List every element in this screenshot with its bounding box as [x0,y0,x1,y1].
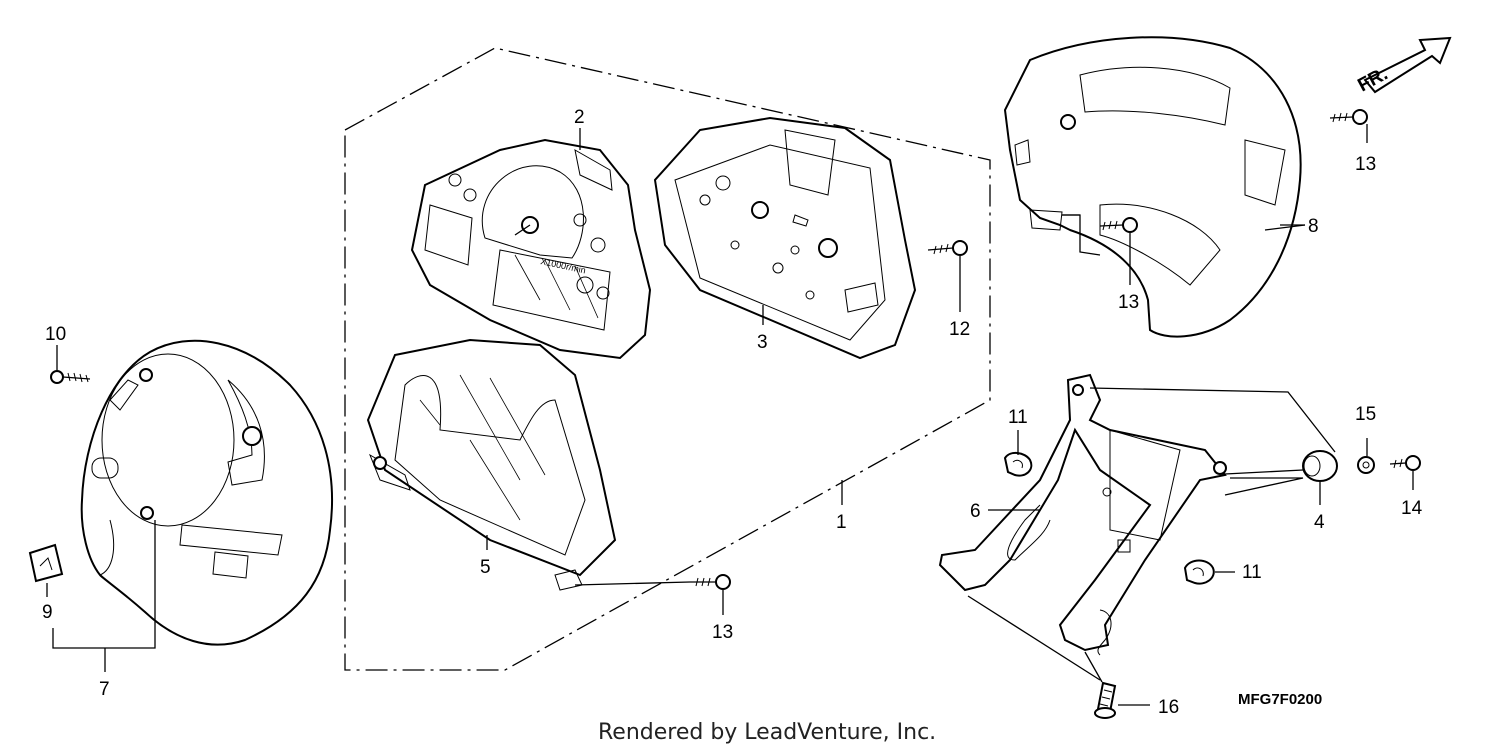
part-13-screw-center[interactable] [690,574,731,590]
callout-3: 3 [757,332,768,353]
part-3-meter-case[interactable] [653,116,917,360]
callout-5: 5 [480,557,491,578]
callout-7: 7 [99,679,110,700]
callout-16: 16 [1158,697,1179,718]
part-11-clip-upper[interactable] [1003,452,1033,477]
callout-13-upper: 13 [1355,154,1376,175]
callout-8: 8 [1308,216,1319,237]
part-14-bolt[interactable] [1389,455,1421,471]
part-10-screw[interactable] [50,370,91,384]
callout-15: 15 [1355,404,1376,425]
callout-labels: 1 2 3 4 5 6 7 8 9 10 11 11 12 13 13 13 1… [42,107,1423,718]
callout-12: 12 [949,319,970,340]
front-direction-arrow: FR. [1354,36,1452,97]
callout-1: 1 [836,512,847,533]
callout-4: 4 [1314,512,1325,533]
part-15-washer[interactable] [1357,456,1375,474]
assembly-outline [344,47,991,671]
direction-label: FR. [1354,64,1391,97]
part-13-screw-upper[interactable] [1329,109,1368,125]
part-2-meter-body[interactable]: X1000r/min [410,138,652,360]
callout-10: 10 [45,324,66,345]
part-12-screw[interactable] [927,240,968,256]
part-5-lens-case[interactable] [366,338,617,591]
part-13-screw-lower[interactable] [1099,217,1138,233]
part-8-upper-cowl[interactable] [1003,36,1302,338]
leader-lines [46,124,1414,706]
callout-2: 2 [574,107,585,128]
part-6-meter-stay[interactable] [938,373,1227,656]
part-11-clip-lower[interactable] [1183,559,1215,585]
callout-14: 14 [1401,498,1423,519]
callout-11-lower: 11 [1242,562,1262,583]
part-4-grommet[interactable] [1302,450,1338,482]
part-7-meter-cover[interactable] [80,339,334,646]
callout-13-center: 13 [712,622,733,643]
part-9-seal[interactable] [28,543,64,583]
callout-6: 6 [970,501,981,522]
credit-text: Rendered by LeadVenture, Inc. [598,720,936,745]
drawing-code: MFG7F0200 [1238,691,1322,708]
part-16-bolt[interactable] [1094,681,1117,719]
callout-13-lower: 13 [1118,292,1139,313]
callout-11-upper: 11 [1008,407,1028,428]
callout-9: 9 [42,602,53,623]
